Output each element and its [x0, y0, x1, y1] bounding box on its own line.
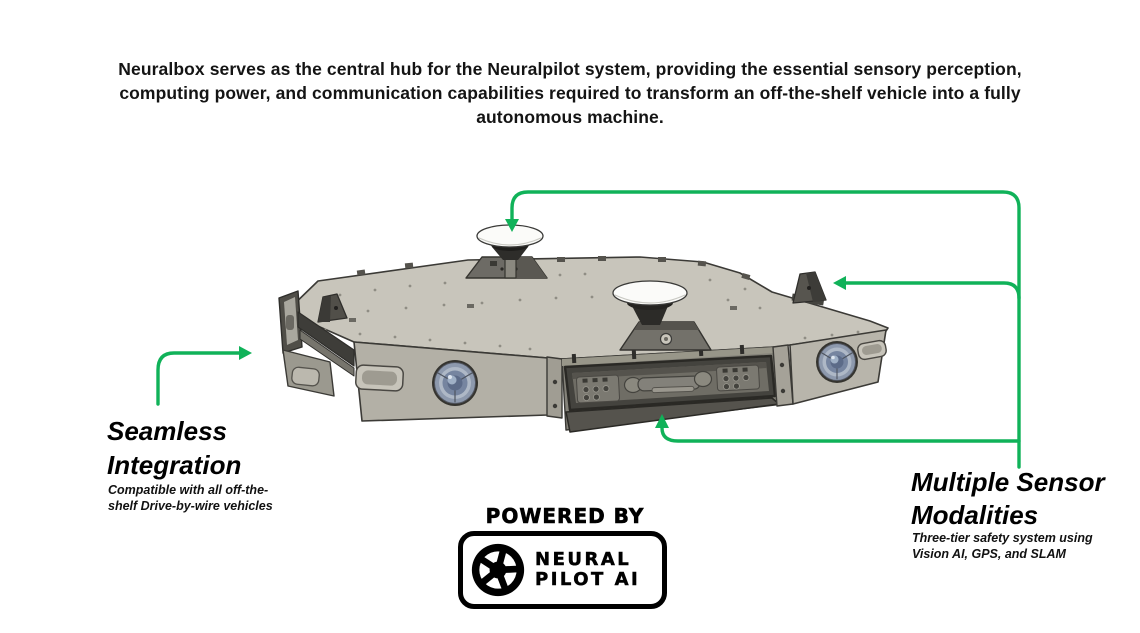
connector-center [623, 370, 713, 394]
connector-cluster-right [716, 364, 760, 392]
wheel-icon [471, 543, 525, 597]
edge-clips [356, 256, 751, 280]
connector-cluster-left [576, 374, 620, 404]
arrow-gps-antenna [510, 190, 1021, 469]
corner-bracket-left [317, 293, 348, 323]
feature-desc-multiple-sensor-modalities: Three-tier safety system using Vision AI… [912, 531, 1093, 561]
arrow-corner-bracket [843, 281, 1021, 300]
vent-front-left [355, 364, 404, 392]
powered-by-label: POWERED BY [485, 504, 645, 529]
camera-front-right-icon [816, 341, 858, 383]
neural-pilot-ai-logo: NEURAL PILOT AI [458, 531, 667, 609]
feature-title-seamless-integration: Seamless Integration [107, 416, 242, 480]
logo-line2: PILOT AI [535, 569, 641, 590]
surface-fittings [349, 304, 737, 322]
vent-front-right [857, 339, 887, 361]
feature-desc-seamless-integration: Compatible with all off-the-shelf Drive-… [108, 483, 273, 513]
arrow-connector-panel [660, 424, 1021, 443]
neuralbox-device [278, 224, 889, 433]
logo-line1: NEURAL [535, 549, 632, 570]
feature-title-multiple-sensor-modalities: Multiple Sensor Modalities [911, 467, 1105, 530]
corner-bracket-right [791, 271, 827, 306]
annotation-arrows [156, 190, 1021, 469]
gps-antenna-center-icon [612, 280, 712, 351]
logo-text: NEURAL PILOT AI [535, 549, 641, 590]
bay-plate-left [546, 356, 563, 419]
mounting-wing-left [278, 290, 355, 397]
bay-top-lip [562, 347, 775, 366]
arrow-seamless-integration [156, 351, 242, 406]
intro-paragraph: Neuralbox serves as the central hub for … [118, 59, 1022, 127]
gps-antenna-left-icon [465, 224, 548, 279]
camera-front-left-icon [432, 360, 478, 406]
connector-panel [563, 354, 780, 433]
